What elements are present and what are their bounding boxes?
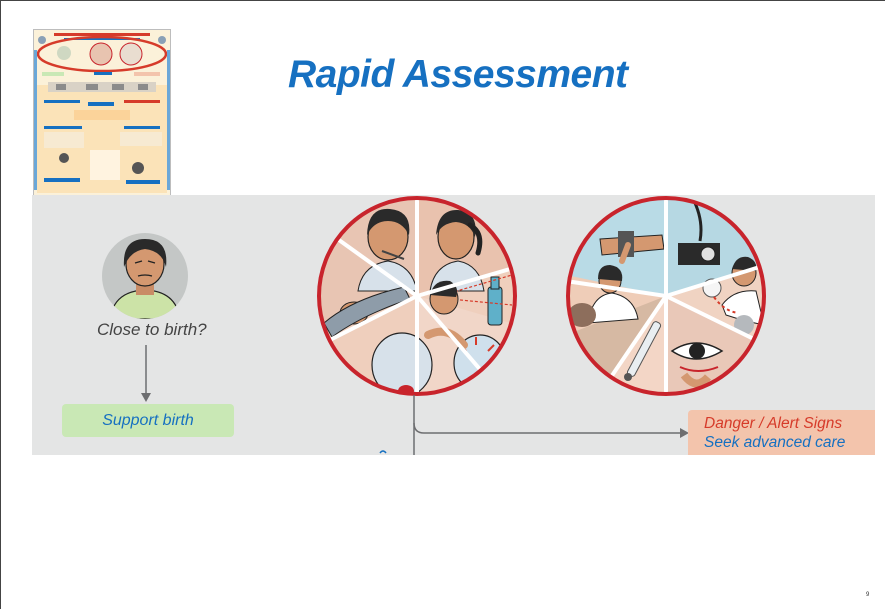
support-birth-box: Support birth — [62, 404, 234, 437]
exam-circle-left — [317, 196, 517, 396]
woman-avatar-icon — [102, 233, 188, 319]
seek-care-label: Seek advanced care — [704, 434, 846, 451]
danger-alert-label: Danger / Alert Signs — [704, 415, 843, 432]
danger-alert-box: Danger / Alert Signs Seek advanced care — [688, 410, 875, 455]
assessment-band — [32, 195, 875, 455]
arrow-to-support — [141, 345, 151, 402]
flow-connector — [379, 395, 689, 455]
slide-title: Rapid Assessment — [288, 53, 628, 96]
exam-circle-right — [566, 196, 766, 396]
page-number: 9 — [866, 592, 870, 598]
support-birth-label: Support birth — [102, 411, 194, 429]
close-to-birth-caption: Close to birth? — [97, 320, 207, 339]
flowchart-thumbnail — [33, 29, 171, 197]
